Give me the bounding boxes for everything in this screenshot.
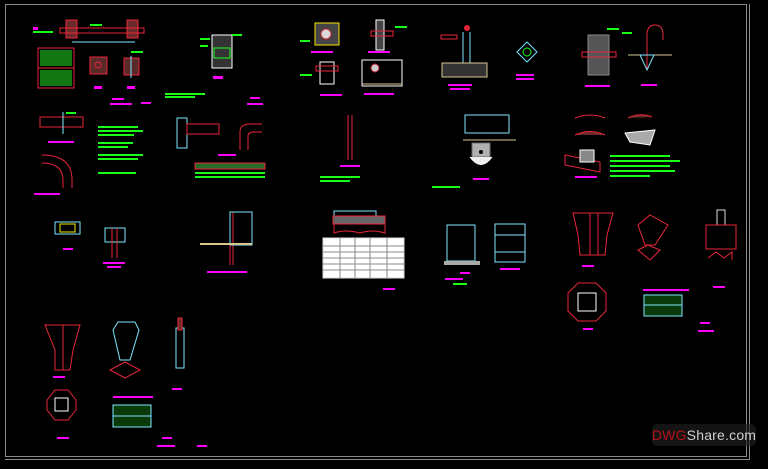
drawing-border-frame [5,4,747,457]
general-notes-1 [98,126,143,174]
pipe-through-wall-plan [300,19,407,96]
vertical-riser-detail [320,115,360,182]
pipe-riser-with-support [200,211,253,273]
drawing-border-shadow [5,4,750,460]
watermark-dwg-text: DWG [651,427,687,443]
valve-box-plan [54,221,81,250]
pipe-sleeve-section [33,19,145,43]
rebar-schedule-table [37,47,75,89]
floor-drain-detail [440,25,488,90]
anchor-post-detail [103,227,126,268]
tee-and-elbow-details [176,117,266,178]
pipe-elbow-detail [34,154,73,195]
octagonal-support-set-2 [44,317,207,447]
diamond-grate-detail [516,41,538,80]
wall-penetration-detail [200,34,242,79]
watermark-share-text: Share.com [686,427,757,443]
chamber-sections [444,223,526,285]
gooseneck-vent-detail [622,24,672,86]
manhole-cover-detail [432,114,516,188]
wall-sleeve-detail [581,28,619,87]
sleeve-cross-sections [89,51,143,89]
trench-section-with-table [322,210,405,290]
pipe-saddle-supports [564,114,680,178]
welded-pipe-joint [39,112,84,143]
octagonal-support-set-1 [567,209,737,332]
